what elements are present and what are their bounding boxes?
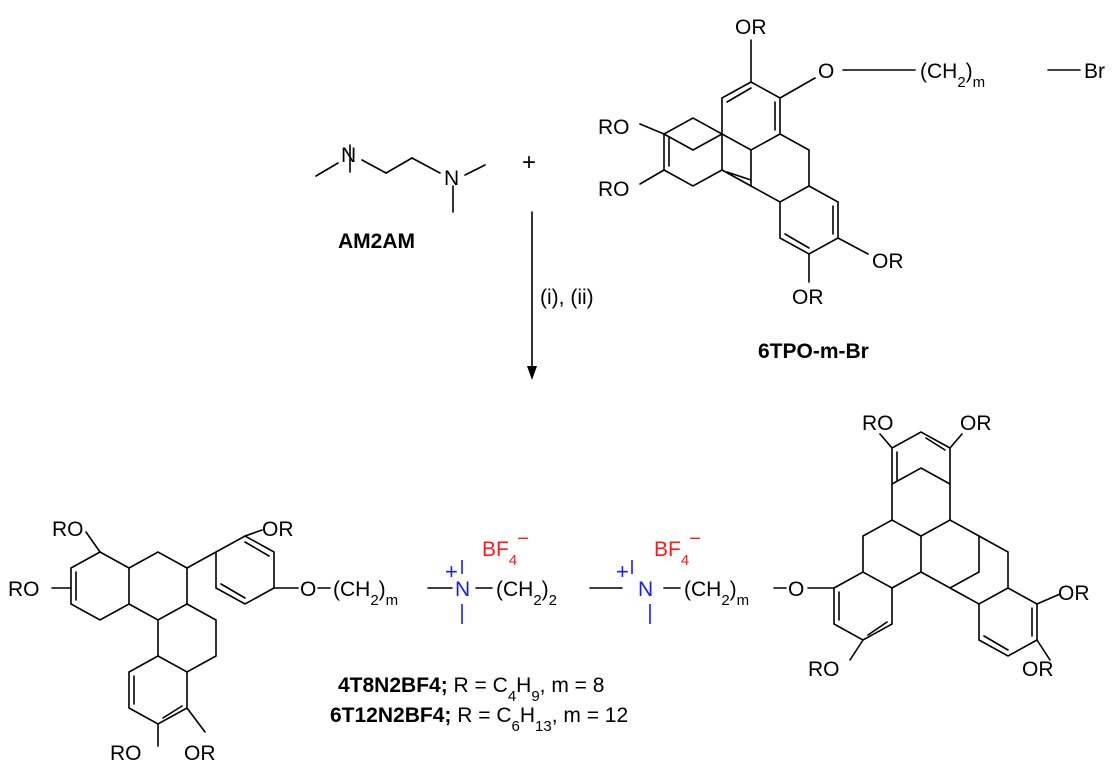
am2am-structure: N N AM2AM — [315, 144, 486, 253]
tpo-ro-lower: RO — [598, 178, 630, 201]
prod-left-or-bottom: OR — [184, 742, 216, 765]
n2-plus: + — [616, 559, 629, 584]
prod-left-chain: (CH2)m — [333, 578, 398, 609]
prod-left-o: O — [300, 578, 316, 601]
prod-right-or-bottom: OR — [1022, 658, 1054, 681]
prod-right-o: O — [788, 578, 804, 601]
counterion-2: BF4− — [654, 528, 701, 569]
tpo-chain: (CH2)m — [920, 60, 985, 91]
product-left-triphenylene — [51, 529, 299, 747]
tpo-or-right: OR — [872, 250, 904, 273]
prod-left-ro-mid: RO — [8, 578, 40, 601]
tpo-or-bottom: OR — [792, 286, 824, 309]
6tpo-m-br-structure — [639, 39, 1081, 283]
prod-right-chain: (CH2)m — [684, 578, 749, 609]
product-right-triphenylene — [807, 431, 1061, 661]
ammonium-center-2 — [589, 560, 681, 624]
n1-label: N — [455, 578, 470, 601]
am2am-name: AM2AM — [338, 230, 415, 253]
prod-left-or-top: OR — [262, 518, 294, 541]
tpo-o-label: O — [818, 60, 834, 83]
am2am-n2-label: N — [444, 167, 459, 190]
reaction-arrow — [527, 211, 537, 380]
counterion-1: BF4− — [482, 528, 529, 569]
prod-left-ro-top: RO — [52, 518, 84, 541]
n1-plus: + — [445, 559, 458, 584]
plus-sign: + — [522, 149, 536, 176]
prod-right-ro-top: RO — [862, 412, 894, 435]
tpo-name: 6TPO-m-Br — [758, 340, 869, 363]
ammonium-center-1 — [427, 560, 493, 624]
prod-right-ro-bottom: RO — [808, 658, 840, 681]
prod-right-or-mid: OR — [1058, 582, 1090, 605]
am2am-n1-label: N — [341, 144, 356, 167]
linker-chain: (CH2)2 — [496, 578, 557, 609]
compound-1-label: 4T8N2BF4; R = C4H9, m = 8 — [338, 674, 604, 705]
n2-label: N — [638, 578, 653, 601]
tpo-or-top: OR — [735, 16, 767, 39]
compound-2-label: 6T12N2BF4; R = C6H13, m = 12 — [330, 704, 628, 735]
prod-left-ro-bottom: RO — [110, 742, 142, 765]
reaction-conditions: (i), (ii) — [540, 286, 594, 309]
tpo-ro-upper: RO — [598, 116, 630, 139]
tpo-br-label: Br — [1084, 60, 1105, 83]
prod-right-or-top: OR — [960, 412, 992, 435]
